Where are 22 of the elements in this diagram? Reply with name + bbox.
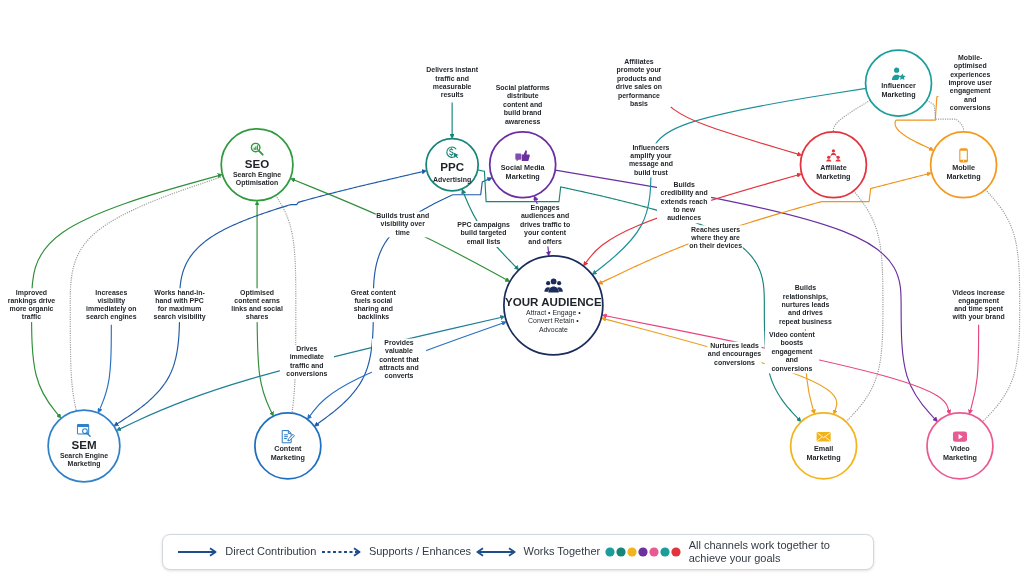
arrow [290, 177, 511, 282]
connector [69, 175, 224, 412]
arrow [307, 321, 507, 420]
legend-label: Direct Contribution [225, 545, 317, 559]
legend-label: All channels work together to achieve your goals [688, 538, 831, 566]
arrow [894, 95, 939, 151]
connector [845, 190, 884, 423]
arrow [968, 324, 980, 415]
arrow [583, 172, 802, 267]
arrow [670, 106, 803, 157]
legend-label: Supports / Enhances [368, 545, 471, 559]
connector [981, 188, 1021, 423]
arrow [30, 173, 223, 419]
arrow [591, 87, 867, 275]
arrow [449, 102, 455, 139]
arrow [113, 169, 427, 427]
legend-label: Works Together [523, 545, 601, 559]
arrow [554, 169, 938, 422]
arrow [116, 315, 506, 431]
connector [275, 194, 297, 414]
arrow [597, 171, 932, 285]
arrow [97, 324, 112, 414]
